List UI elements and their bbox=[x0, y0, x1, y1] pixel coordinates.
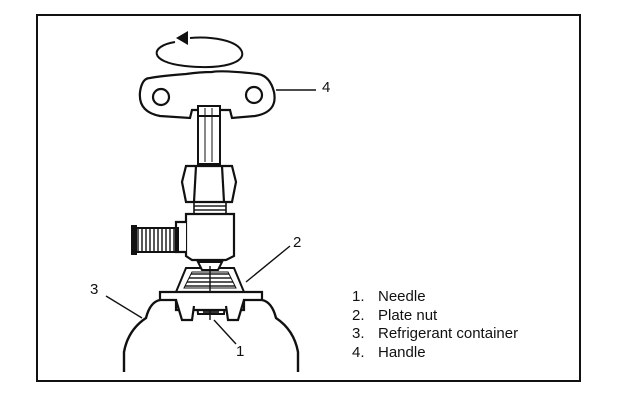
legend-number: 3. bbox=[352, 325, 365, 342]
handle-shape bbox=[138, 70, 276, 120]
legend-label: Refrigerant container bbox=[378, 325, 519, 342]
callout-1: 1 bbox=[236, 343, 245, 360]
legend-item-needle: 1. Needle bbox=[352, 288, 518, 307]
valve-body-shape bbox=[174, 212, 236, 262]
legend-number: 4. bbox=[352, 343, 365, 361]
parts-legend: 1. Needle 2. Plate nut 3. Refrigerant conta… bbox=[352, 288, 518, 362]
leader-lines bbox=[105, 89, 316, 345]
callout-4: 4 bbox=[322, 79, 331, 96]
container-flange-shape bbox=[158, 290, 264, 322]
stem-thread-shape bbox=[193, 201, 227, 215]
legend-number: 2. bbox=[352, 306, 365, 324]
callout-2: 2 bbox=[293, 234, 302, 251]
refrigerant-container-shape bbox=[122, 298, 300, 372]
legend-label: Needle bbox=[378, 288, 426, 305]
leader-line-2 bbox=[245, 245, 291, 283]
legend-item-refrigerant-container: 3. Refrigerant container bbox=[352, 325, 518, 344]
leader-line-3 bbox=[105, 295, 143, 319]
legend-label: Handle bbox=[378, 343, 426, 361]
legend-item-plate-nut: 2. Plate nut bbox=[352, 307, 518, 326]
leader-line-1 bbox=[213, 319, 237, 345]
rotation-arrow-icon bbox=[155, 31, 244, 68]
figure-frame bbox=[36, 14, 581, 382]
callout-3: 3 bbox=[90, 281, 99, 298]
legend-number: 1. bbox=[352, 288, 365, 305]
side-port-shape bbox=[131, 225, 179, 255]
legend-item-handle: 4. Handle bbox=[352, 344, 518, 363]
legend-label: Plate nut bbox=[378, 306, 438, 324]
hex-nut-shape bbox=[180, 164, 238, 204]
valve-stem-shape bbox=[197, 105, 221, 165]
